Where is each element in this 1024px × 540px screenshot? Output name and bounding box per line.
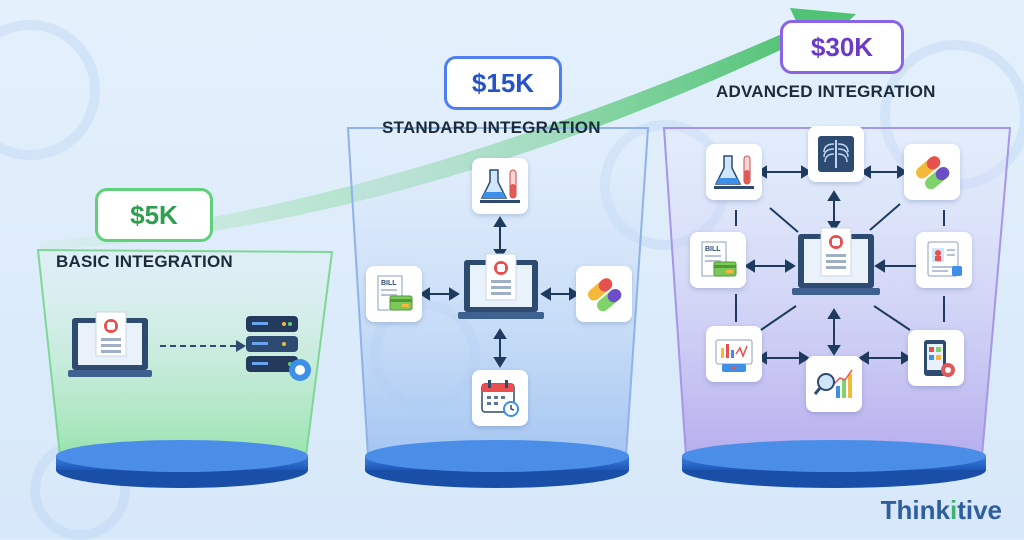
pills-icon [916,156,950,190]
xray-tile [808,126,864,182]
chest-xray-icon [818,136,854,172]
brand-text-part: tive [957,495,1002,525]
tier-title-advanced: ADVANCED INTEGRATION [716,82,936,101]
lab-flask-tile [472,158,528,214]
analytics-tile [806,356,862,412]
health-monitor-icon [715,339,753,372]
bill-tile: BILL [690,232,746,288]
tier-title-basic: BASIC INTEGRATION [56,252,233,271]
price-tag-basic: $5K [95,188,213,242]
svg-text:BILL: BILL [705,246,721,253]
laptop-icon [792,227,880,295]
medical-report-tile [916,232,972,288]
calendar-tile [472,370,528,426]
pills-icon [588,278,622,312]
pills-tile [576,266,632,322]
brand-logo: Thinkitive [881,495,1002,526]
health-monitor-tile [706,326,762,382]
laptop-icon [68,311,152,377]
mobile-health-tile [908,330,964,386]
tier-title-standard: STANDARD INTEGRATION [382,118,601,137]
database-icon [246,316,311,381]
bill-icon: BILL [701,241,737,277]
analytics-icon [813,369,853,398]
pedestal-advanced [682,440,986,488]
brand-text-part: i [949,495,958,525]
bill-tile: BILL [366,266,422,322]
connectors-advanced [735,165,945,365]
pills-tile [904,144,960,200]
svg-text:BILL: BILL [381,280,397,287]
decor-bubble [0,20,100,160]
lab-flask-tile [706,144,762,200]
connectors-standard [419,216,580,368]
mobile-health-icon [924,340,955,377]
price-tag-advanced: $30K [780,20,904,74]
laptop-icon [458,253,544,319]
arrow-head [236,340,246,352]
medical-report-icon [927,241,962,277]
lab-flask-icon [714,155,754,189]
bill-icon: BILL [377,275,413,311]
lab-flask-icon [480,169,520,203]
price-tag-standard: $15K [444,56,562,110]
pedestal-standard [365,440,629,488]
calendar-icon [481,380,519,417]
pedestal-basic [56,440,308,488]
brand-text-part: Think [880,495,950,525]
